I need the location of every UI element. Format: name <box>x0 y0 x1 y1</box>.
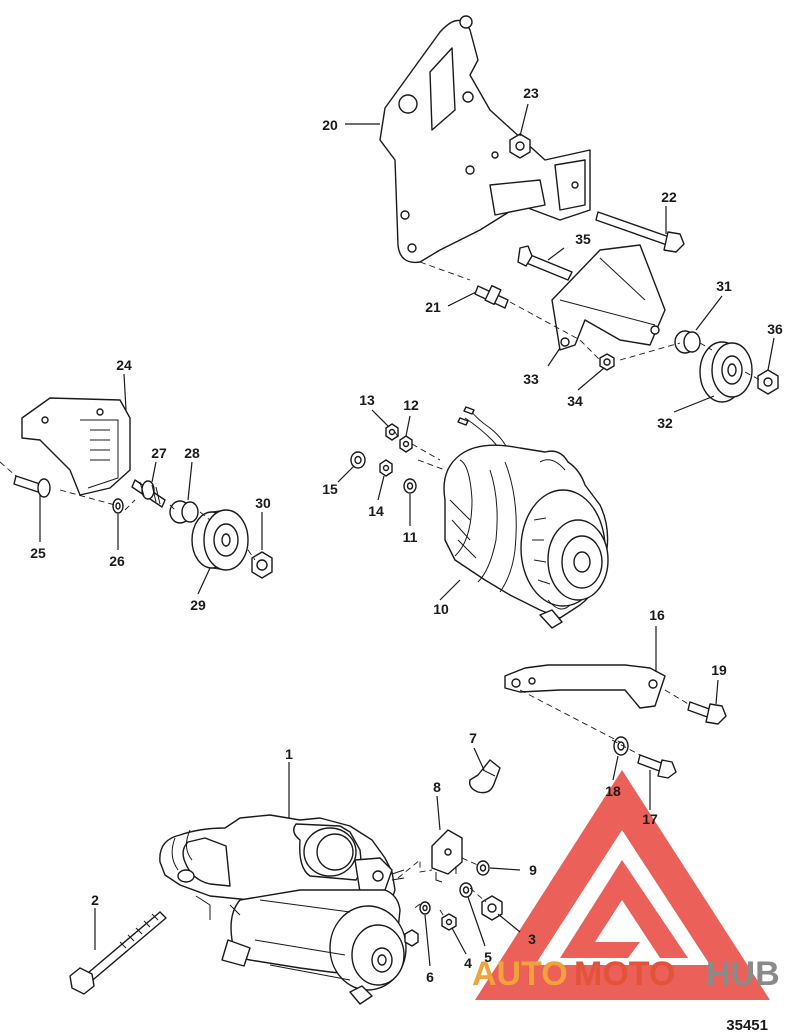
terminal-boot-7 <box>468 759 501 794</box>
callout-21: 21 <box>425 299 441 315</box>
callout-17: 17 <box>642 811 658 827</box>
washer-26 <box>112 498 124 514</box>
washer-6 <box>419 901 431 915</box>
watermark-word-moto: MOTO <box>574 955 675 993</box>
spacer-28 <box>169 500 199 524</box>
callout-19: 19 <box>711 662 727 678</box>
washer-18 <box>613 736 629 756</box>
callout-31: 31 <box>716 278 732 294</box>
nut-36 <box>757 369 779 395</box>
callout-14: 14 <box>368 503 384 519</box>
callout-34: 34 <box>567 393 583 409</box>
spacer-31 <box>674 330 701 354</box>
callout-12: 12 <box>403 397 419 413</box>
callout-8: 8 <box>433 779 441 795</box>
nut-4 <box>441 913 457 931</box>
watermark-word-auto: AUTO <box>472 955 568 993</box>
callout-1: 1 <box>285 746 293 762</box>
washer-15 <box>350 451 366 469</box>
callout-11: 11 <box>403 529 418 545</box>
callout-16: 16 <box>649 607 665 623</box>
nut-3 <box>481 895 503 921</box>
starter-motor-1 <box>159 814 419 1005</box>
stud-27 <box>131 479 166 508</box>
idler-pulley-29 <box>191 509 249 571</box>
bolt-35 <box>517 245 573 281</box>
callout-10: 10 <box>433 601 449 617</box>
bolt-19 <box>687 701 727 725</box>
alternator-mounting-bracket <box>379 15 591 264</box>
nut-30 <box>251 551 273 579</box>
drawing-number: 35451 <box>726 1017 768 1034</box>
washer-5 <box>459 882 473 898</box>
callout-6: 6 <box>426 969 434 985</box>
watermark-text: AUTO MOTO HUB <box>472 955 780 993</box>
callout-labels: 1 2 3 4 5 6 7 8 9 10 11 12 13 14 15 16 1… <box>30 85 783 985</box>
adjusting-bracket-33 <box>551 244 666 351</box>
callout-23: 23 <box>523 85 539 101</box>
nut-34 <box>599 353 615 371</box>
callout-4: 4 <box>464 955 472 971</box>
nut-23 <box>509 133 531 159</box>
callout-7: 7 <box>469 730 477 746</box>
callout-27: 27 <box>151 445 167 461</box>
bolt-17 <box>637 754 677 779</box>
callout-5: 5 <box>484 949 492 965</box>
callout-15: 15 <box>322 481 338 497</box>
callout-2: 2 <box>91 892 99 908</box>
watermark-logo <box>475 770 770 1000</box>
callout-33: 33 <box>523 371 539 387</box>
callout-22: 22 <box>661 189 677 205</box>
callout-20: 20 <box>322 117 338 133</box>
bolt-25 <box>13 475 51 498</box>
brace-16 <box>504 664 666 709</box>
bolt-2 <box>69 911 167 995</box>
leader-lines <box>39 103 775 967</box>
callout-28: 28 <box>184 445 200 461</box>
callout-25: 25 <box>30 545 46 561</box>
terminal-block-8 <box>431 829 463 883</box>
callout-24: 24 <box>116 357 132 373</box>
callout-36: 36 <box>767 321 783 337</box>
callout-30: 30 <box>255 495 271 511</box>
washer-11 <box>403 478 417 494</box>
callout-9: 9 <box>529 862 537 878</box>
callout-18: 18 <box>605 783 621 799</box>
idler-bracket-24 <box>21 397 131 496</box>
nut-12 <box>399 435 413 453</box>
watermark-word-hub: HUB <box>706 955 780 993</box>
alternator-10 <box>443 406 609 629</box>
idler-pulley-32 <box>699 341 753 403</box>
callout-35: 35 <box>575 231 591 247</box>
callout-13: 13 <box>359 392 375 408</box>
nut-13 <box>385 423 399 441</box>
callout-3: 3 <box>528 931 536 947</box>
washer-9 <box>476 860 490 876</box>
callout-32: 32 <box>657 415 673 431</box>
callout-26: 26 <box>109 553 125 569</box>
bolt-22 <box>595 211 685 253</box>
callout-29: 29 <box>190 597 206 613</box>
nut-14 <box>379 459 393 477</box>
stud-21 <box>474 284 509 309</box>
